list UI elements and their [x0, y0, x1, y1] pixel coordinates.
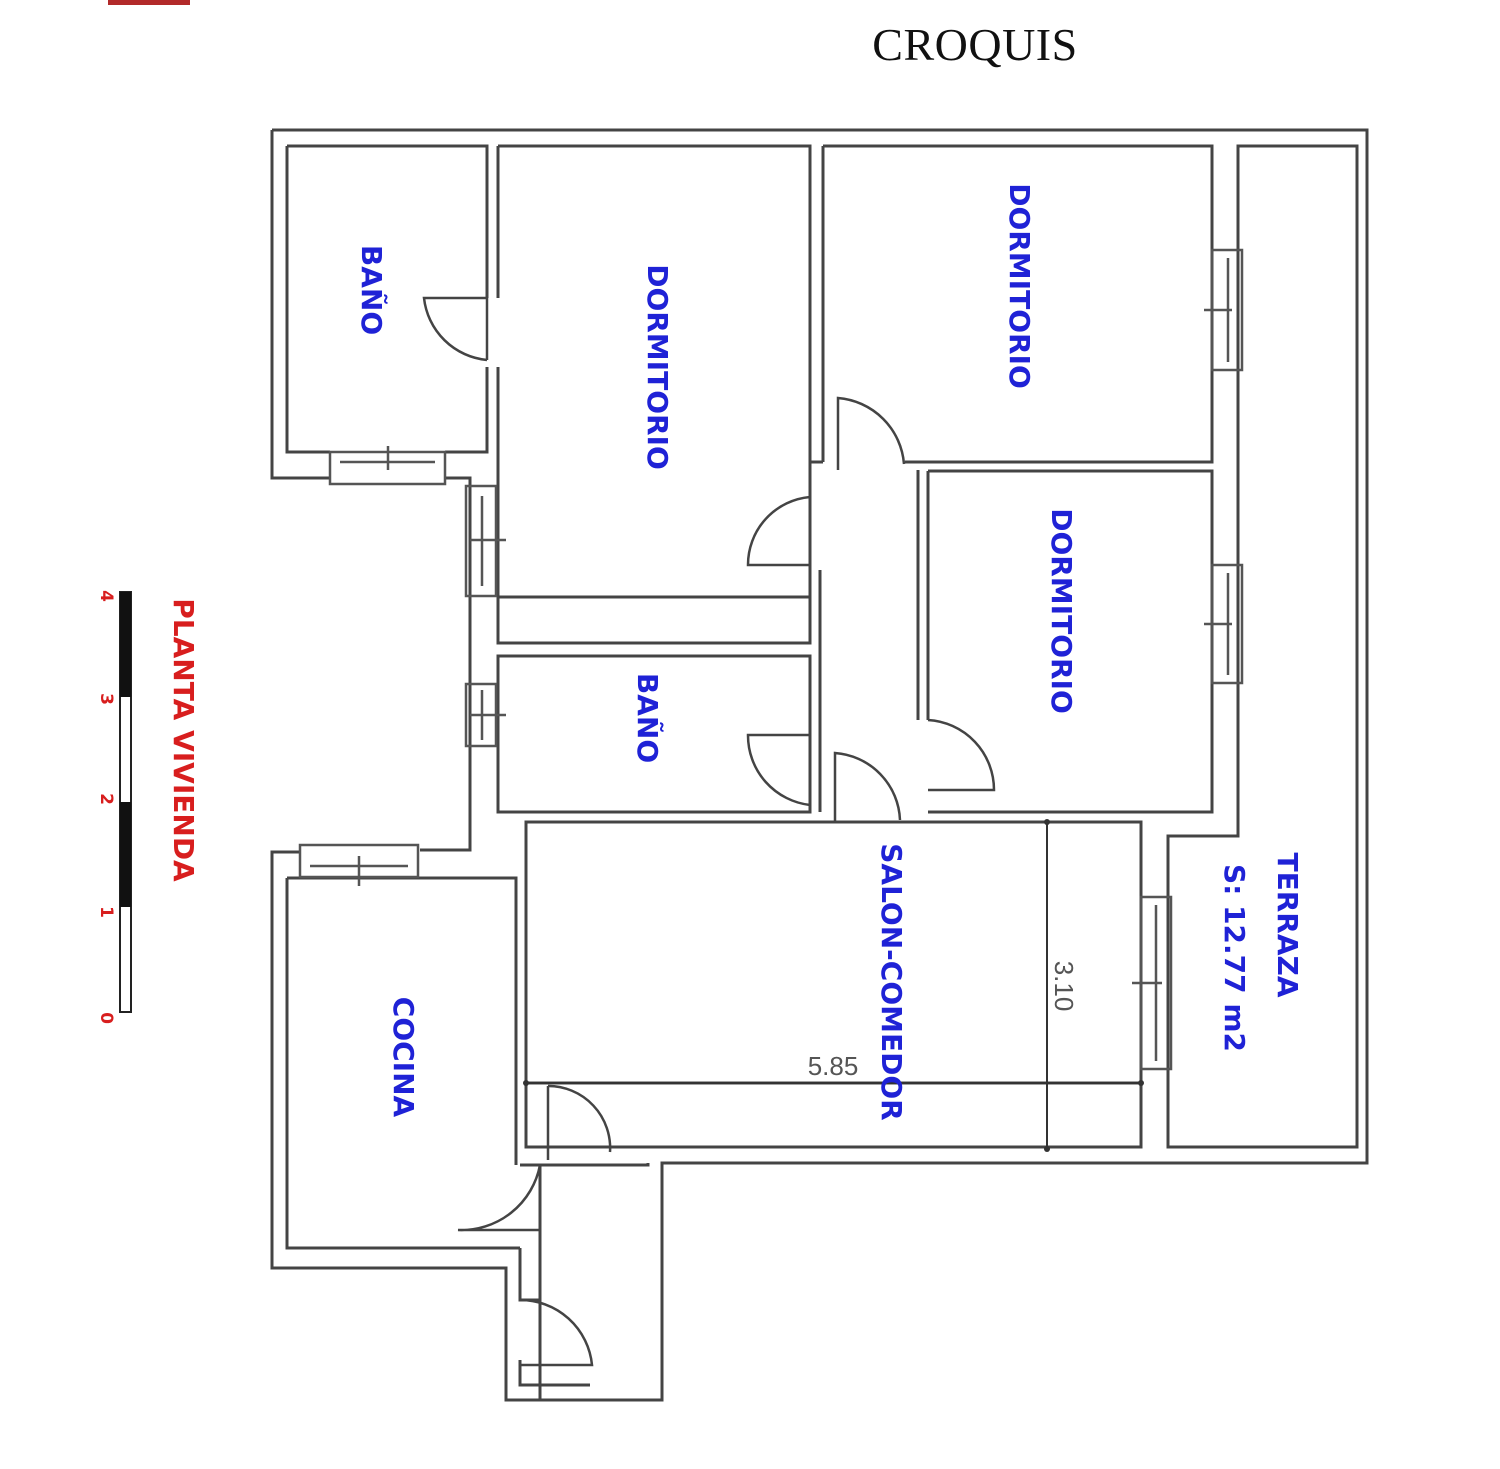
window-bano-1	[328, 446, 447, 486]
room-label-dormitorio-3: DORMITORIO	[1045, 508, 1078, 714]
window-dormitorio-2	[1204, 248, 1244, 372]
door-dormitorio-3	[927, 718, 996, 792]
scale-tick-2: 2	[96, 793, 116, 805]
room-label-terraza-area: S: 12.77 m2	[1218, 864, 1251, 1052]
room-label-salon: SALON-COMEDOR	[875, 843, 908, 1120]
door-dormitorio-1	[746, 495, 811, 567]
dimension-length-label: 5.85	[808, 1051, 859, 1081]
doors	[422, 296, 996, 1367]
dimension-lines	[523, 819, 1144, 1152]
scale-bar	[119, 591, 132, 1013]
interior-walls	[285, 144, 1214, 1400]
outer-walls	[270, 128, 1369, 1402]
door-bano-1	[422, 296, 489, 362]
window-dormitorio-3	[1204, 563, 1244, 685]
dimension-width-label: 3.10	[1049, 961, 1079, 1012]
room-label-dormitorio-2: DORMITORIO	[1003, 183, 1036, 389]
room-label-cocina: COCINA	[387, 997, 420, 1118]
window-pasillo-1	[464, 484, 506, 598]
scale-tick-4: 4	[96, 590, 116, 602]
room-label-bano-2: BAÑO	[631, 673, 665, 763]
window-cocina	[298, 843, 420, 886]
door-bano-2	[746, 733, 811, 807]
windows	[298, 248, 1244, 1071]
door-salon	[833, 751, 902, 822]
scale-tick-0: 0	[96, 1012, 116, 1024]
plan-name-label: PLANTA VIVIENDA	[167, 598, 200, 882]
scale-tick-1: 1	[96, 906, 116, 918]
window-salon	[1132, 895, 1173, 1071]
room-label-dormitorio-1: DORMITORIO	[641, 264, 674, 470]
room-label-bano-1: BAÑO	[355, 245, 389, 335]
door-salon-entrada	[546, 1084, 612, 1160]
scale-tick-3: 3	[96, 693, 116, 705]
door-entrada	[519, 1298, 594, 1367]
window-pasillo-2	[464, 682, 506, 748]
room-label-terraza: TERRAZA	[1271, 853, 1304, 998]
page-title: CROQUIS	[872, 19, 1078, 70]
door-dormitorio-2	[836, 396, 906, 470]
door-cocina	[457, 1164, 542, 1232]
corner-mark	[108, 0, 190, 5]
